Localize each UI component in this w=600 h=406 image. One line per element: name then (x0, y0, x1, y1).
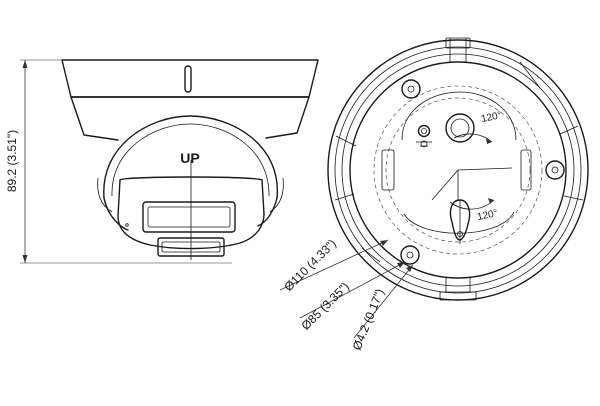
side-view: 89.2 (3.51") UP (5, 59, 319, 264)
mounting-base (61, 59, 319, 141)
screw-holes (400, 79, 565, 265)
leader-lines (279, 239, 414, 339)
bottom-view: 120° 120° Ø110 (4.33") Ø85 (3.35") Ø4.2 … (279, 37, 589, 352)
screw-hole-diameter-label: Ø4.2 (0.17") (350, 287, 387, 352)
hole-circle-diameter-label: Ø85 (3.35") (298, 279, 351, 332)
camera-ball: UP (97, 115, 284, 260)
bottom-slot (449, 199, 471, 244)
outer-rings (327, 39, 589, 301)
angle-label-bottom: 120° (476, 208, 499, 223)
cable-entry (416, 113, 475, 148)
height-dimension: 89.2 (3.51") (5, 59, 150, 264)
up-marking: UP (180, 150, 199, 166)
lens-windows (125, 201, 236, 264)
outer-diameter-label: Ø110 (4.33") (281, 236, 339, 294)
angle-label-top: 120° (480, 110, 503, 125)
angle-markers: 120° 120° (449, 110, 503, 223)
height-label: 89.2 (3.51") (5, 130, 19, 192)
center-boss (401, 91, 517, 234)
dimension-labels: Ø110 (4.33") Ø85 (3.35") Ø4.2 (0.17") (281, 236, 387, 352)
